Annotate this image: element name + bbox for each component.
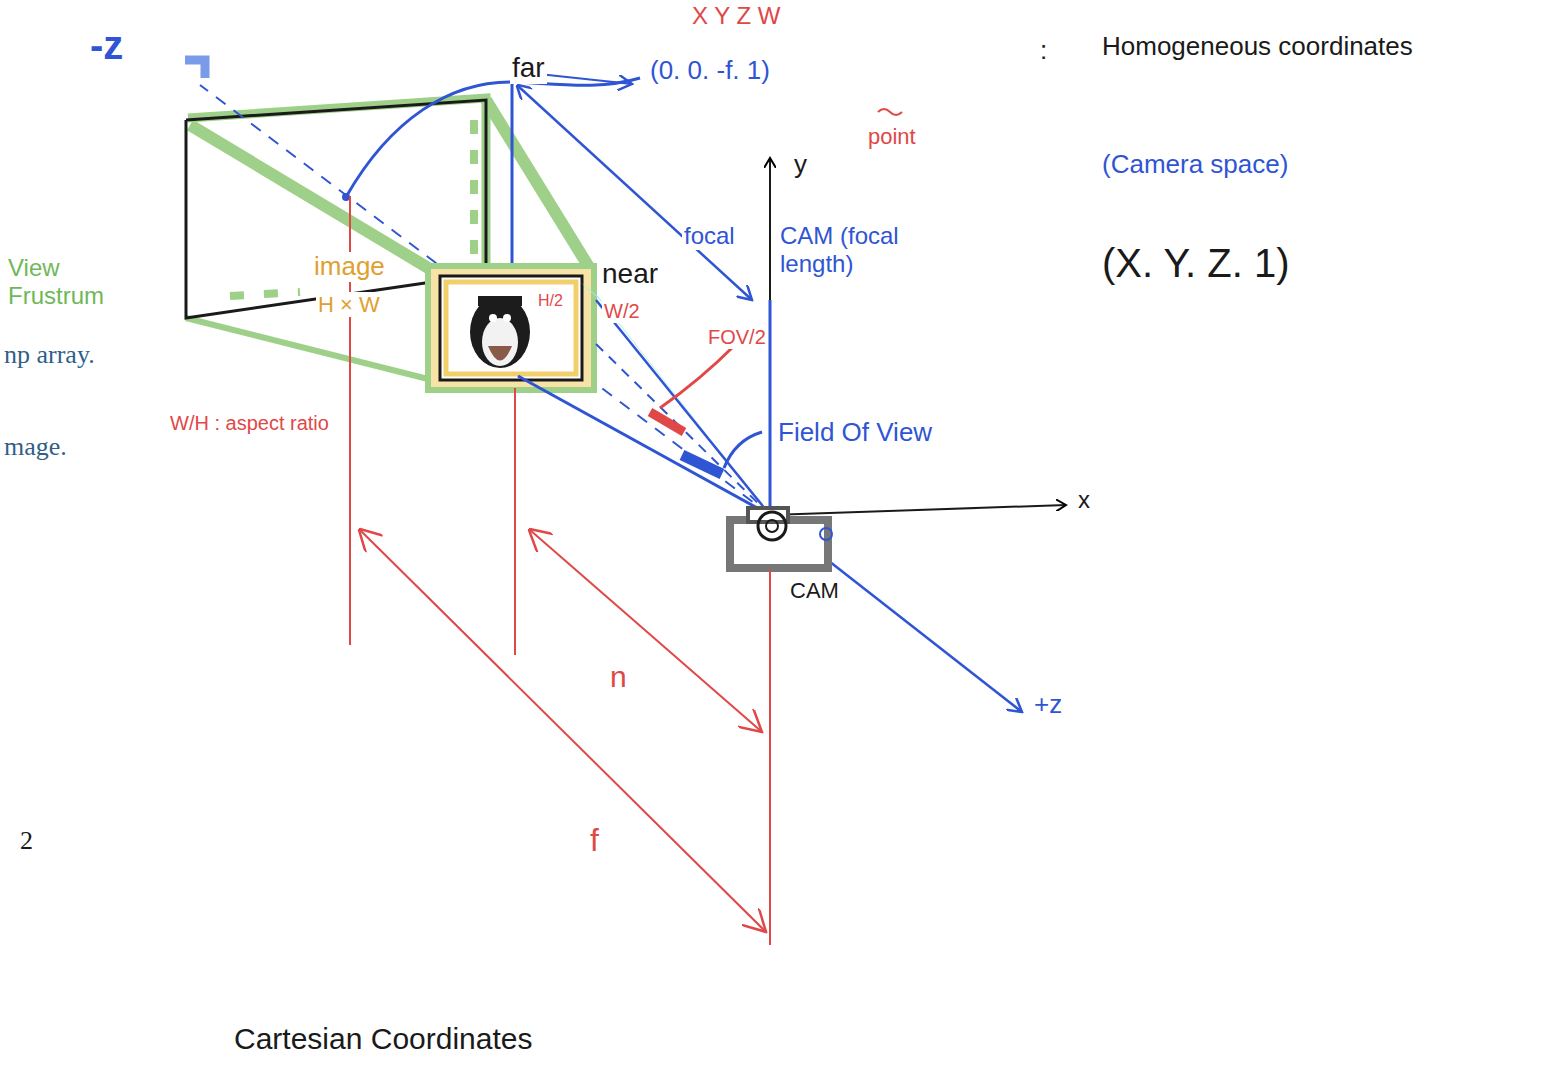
axis-label: +z bbox=[1032, 690, 1064, 720]
axis-label: -z bbox=[88, 22, 125, 68]
slide-fragment: np array. bbox=[2, 340, 97, 370]
axis-label: x bbox=[1076, 486, 1092, 514]
plane-label: near bbox=[600, 258, 660, 290]
heading-label: Homogeneous coordinates bbox=[1100, 32, 1415, 62]
focal-label: focal bbox=[682, 222, 737, 250]
dimension-label: f bbox=[588, 822, 601, 859]
dimension-label: n bbox=[608, 660, 629, 695]
focal-label: CAM (focal length) bbox=[778, 222, 932, 277]
page-number: 2 bbox=[18, 826, 35, 856]
note-label: W/H : aspect ratio bbox=[168, 412, 331, 435]
frustum-label: View Frustrum bbox=[6, 254, 130, 309]
camera-label: CAM bbox=[788, 578, 841, 603]
plane-label: far bbox=[510, 52, 547, 84]
angle-label: Field Of View bbox=[776, 418, 934, 448]
dimension-label: W/2 bbox=[602, 300, 642, 323]
coordinate-label: (X. Y. Z. 1) bbox=[1100, 240, 1291, 286]
separator: : bbox=[1038, 36, 1049, 66]
note-label: (Camera space) bbox=[1100, 150, 1290, 180]
size-label: H × W bbox=[316, 292, 382, 317]
slide-fragment: mage. bbox=[2, 432, 69, 462]
axis-label: y bbox=[792, 150, 809, 180]
angle-label: FOV/2 bbox=[706, 326, 768, 349]
dimension-label: H/2 bbox=[536, 292, 565, 310]
note-label: point bbox=[866, 124, 918, 149]
coordinate-label: (0. 0. -f. 1) bbox=[648, 56, 772, 86]
caption: Cartesian Coordinates bbox=[232, 1022, 535, 1057]
image-label: image bbox=[312, 252, 387, 282]
component-label: X Y Z W bbox=[690, 2, 782, 30]
